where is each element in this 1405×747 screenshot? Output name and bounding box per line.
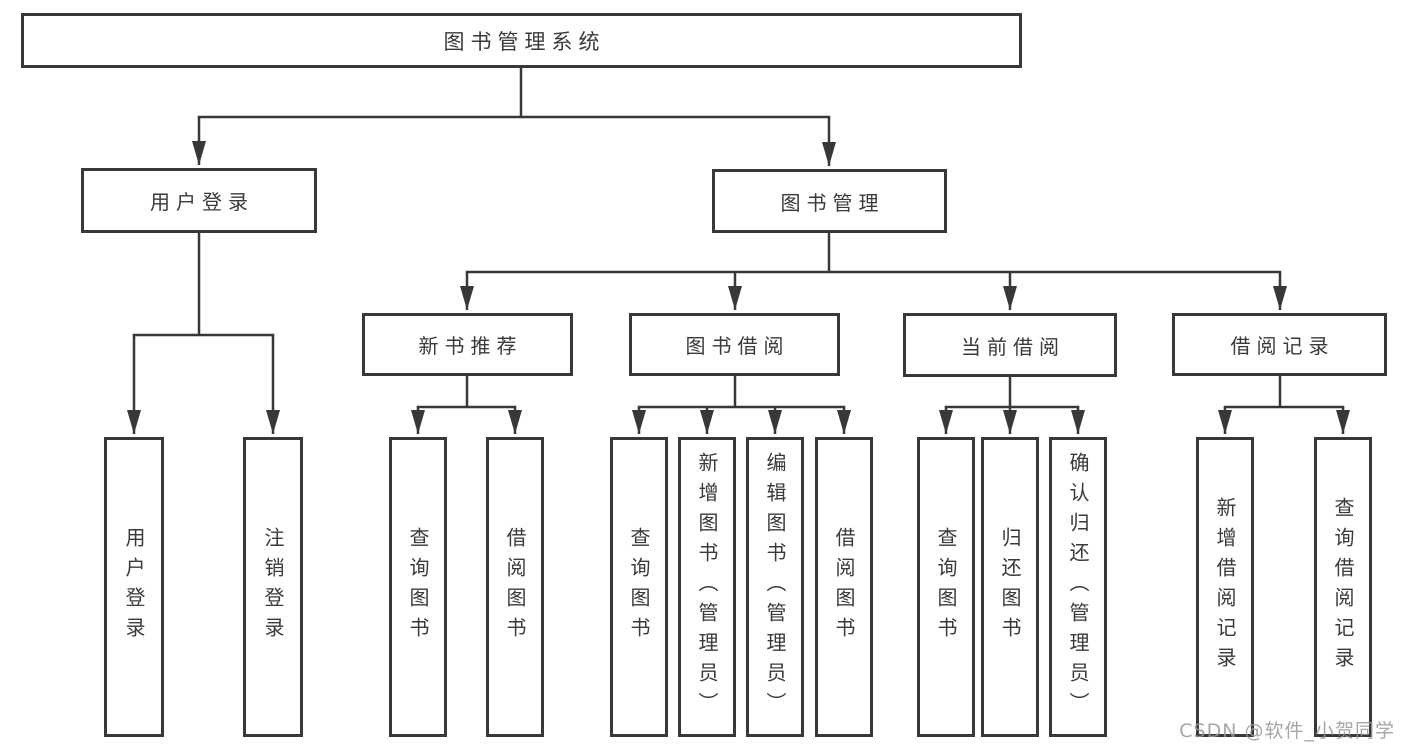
leaf-return-books: 归还图书 xyxy=(981,437,1039,737)
leaf-add-borrow-record: 新增借阅记录 xyxy=(1196,437,1254,737)
node-new-book-recommendation: 新书推荐 xyxy=(362,313,573,376)
leaf-user-login: 用户登录 xyxy=(104,437,164,737)
leaf-borrow-books-recommend: 借阅图书 xyxy=(486,437,544,737)
leaf-query-books-recommend: 查询图书 xyxy=(389,437,447,737)
leaf-confirm-return-admin: 确认归还（管理员） xyxy=(1049,437,1107,737)
node-library-management-system: 图书管理系统 xyxy=(21,13,1022,68)
node-book-management: 图书管理 xyxy=(712,169,947,233)
node-current-borrowing: 当前借阅 xyxy=(903,313,1117,377)
csdn-watermark: CSDN @软件_小贺同学 xyxy=(1179,720,1395,742)
leaf-borrow-books: 借阅图书 xyxy=(815,437,873,737)
leaf-add-book-admin: 新增图书（管理员） xyxy=(678,437,736,737)
leaf-logout: 注销登录 xyxy=(243,437,303,737)
leaf-query-books-current: 查询图书 xyxy=(917,437,975,737)
leaf-query-borrow-record: 查询借阅记录 xyxy=(1314,437,1372,737)
node-book-borrowing: 图书借阅 xyxy=(629,313,840,376)
node-borrowing-records: 借阅记录 xyxy=(1172,313,1387,376)
leaf-edit-book-admin: 编辑图书（管理员） xyxy=(746,437,804,737)
node-user-login: 用户登录 xyxy=(81,168,317,233)
leaf-query-books-borrowing: 查询图书 xyxy=(610,437,668,737)
